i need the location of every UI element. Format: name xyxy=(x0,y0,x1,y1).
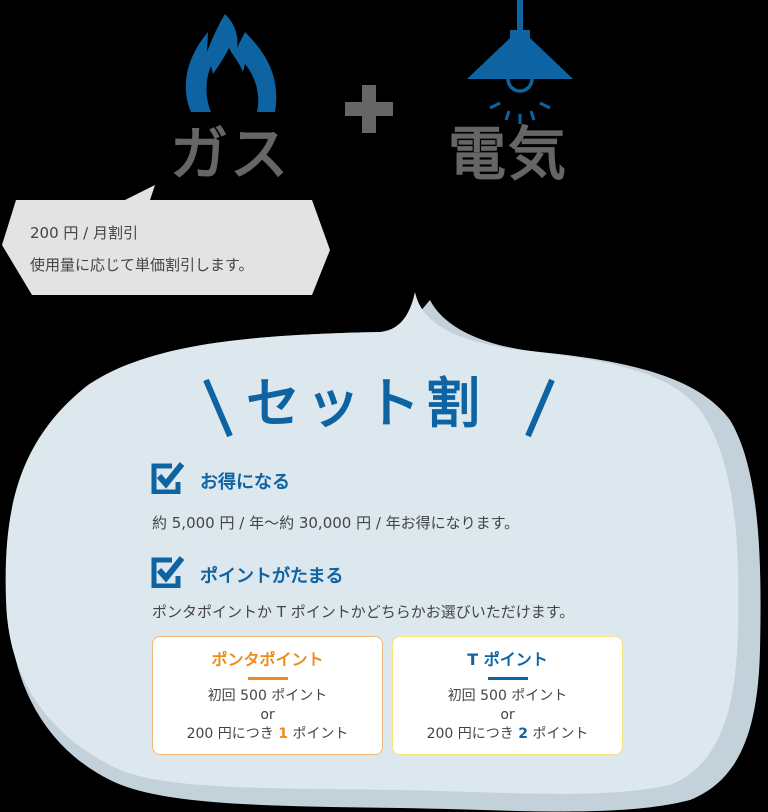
gas-discount-amount: 200 円 / 月割引 xyxy=(30,224,138,242)
section-heading-points: ポイントがたまる xyxy=(200,566,344,587)
card-earn-rate: 200 円につき 2 ポイント xyxy=(393,725,622,744)
plus-icon xyxy=(345,85,393,133)
card-title-underline xyxy=(487,677,528,680)
earn-rate-value: 1 xyxy=(278,726,288,742)
card-title: ポンタポイント xyxy=(211,650,324,669)
gas-discount-description: 使用量に応じて単価割引します。 xyxy=(30,256,254,274)
title-decoration xyxy=(203,378,555,438)
card-or: or xyxy=(260,707,275,723)
electricity-label: 電気 xyxy=(448,120,569,188)
card-or: or xyxy=(500,707,515,723)
card-earn-rate: 200 円につき 1 ポイント xyxy=(153,725,382,744)
gas-discount-text: 200 円 / 月割引 使用量に応じて単価割引します。 xyxy=(30,217,254,281)
gas-discount-bubble xyxy=(2,185,330,295)
pendant-lamp-icon xyxy=(467,0,573,124)
section-body-points: ポンタポイントか T ポイントかどちらかお選びいただけます。 xyxy=(152,603,575,621)
earn-rate-prefix: 200 円につき xyxy=(186,726,279,742)
earn-rate-prefix: 200 円につき xyxy=(426,726,519,742)
t-point-card: T ポイント 初回 500 ポイント or 200 円につき 2 ポイント xyxy=(392,636,623,755)
earn-rate-value: 2 xyxy=(518,726,528,742)
section-body-savings: 約 5,000 円 / 年〜約 30,000 円 / 年お得になります。 xyxy=(152,514,520,532)
gas-label: ガス xyxy=(170,120,291,188)
earn-rate-suffix: ポイント xyxy=(527,726,589,742)
card-first-bonus: 初回 500 ポイント xyxy=(447,688,568,704)
card-body: 初回 500 ポイント or 200 円につき 1 ポイント xyxy=(153,687,382,744)
card-body: 初回 500 ポイント or 200 円につき 2 ポイント xyxy=(393,687,622,744)
earn-rate-suffix: ポイント xyxy=(287,726,349,742)
set-discount-bubble xyxy=(5,292,761,812)
ponta-point-card: ポンタポイント 初回 500 ポイント or 200 円につき 1 ポイント xyxy=(152,636,383,755)
checkbox-checked-icon xyxy=(151,462,185,494)
set-discount-title: セット割 xyxy=(246,372,486,435)
card-first-bonus: 初回 500 ポイント xyxy=(207,688,328,704)
section-heading-savings: お得になる xyxy=(200,472,290,493)
checkbox-checked-icon xyxy=(151,556,185,588)
card-title: T ポイント xyxy=(467,650,548,669)
flame-icon xyxy=(185,14,277,112)
card-title-underline xyxy=(247,677,288,680)
